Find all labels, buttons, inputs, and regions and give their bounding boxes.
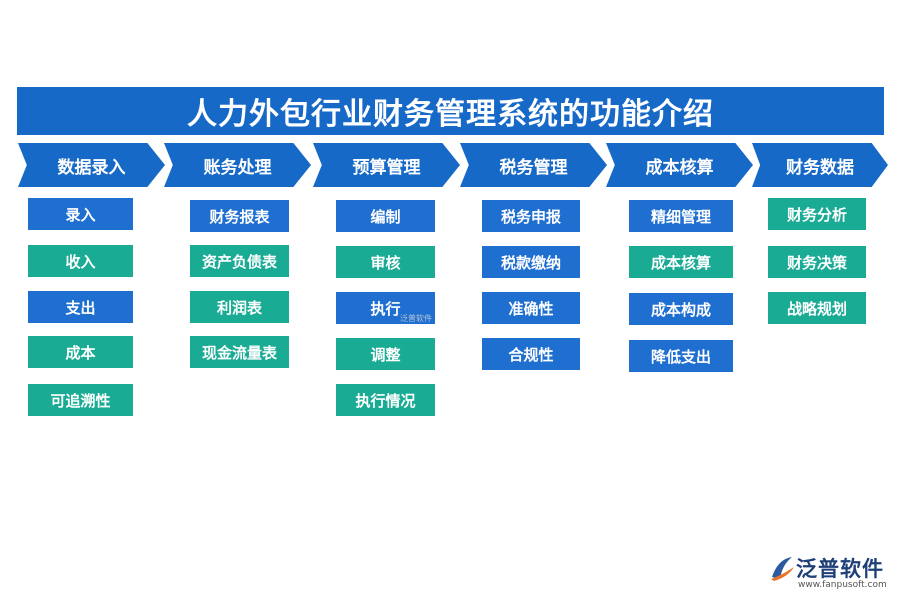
item-income-statement: 利润表 [190, 291, 289, 323]
item-entry: 录入 [28, 198, 133, 230]
item-adjust: 调整 [336, 338, 435, 370]
item-cost-accounting: 成本核算 [629, 246, 733, 278]
logo-url: www.fanpusoft.com [798, 580, 887, 590]
item-expense: 支出 [28, 291, 133, 323]
column-header-budget: 预算管理 [313, 143, 460, 187]
item-reduce-expenditure: 降低支出 [629, 340, 733, 372]
column-header-cost: 成本核算 [606, 143, 753, 187]
watermark: 泛普软件 [400, 314, 432, 323]
page-title: 人力外包行业财务管理系统的功能介绍 [17, 87, 884, 135]
item-compliance: 合规性 [482, 338, 580, 370]
item-traceability: 可追溯性 [28, 384, 133, 416]
logo-name: 泛普软件 [796, 557, 884, 581]
item-financial-statements: 财务报表 [190, 200, 289, 232]
item-cash-flow-statement: 现金流量表 [190, 336, 289, 368]
column-header-accounting: 账务处理 [164, 143, 311, 187]
item-balance-sheet: 资产负债表 [190, 245, 289, 277]
item-income: 收入 [28, 245, 133, 277]
item-tax-filing: 税务申报 [482, 200, 580, 232]
brand-logo: 泛普软件 www.fanpusoft.com [768, 553, 896, 595]
logo-icon [771, 557, 794, 581]
item-execution-status: 执行情况 [336, 384, 435, 416]
item-execute: 执行 [336, 292, 435, 324]
item-financial-decision: 财务决策 [768, 246, 866, 278]
item-review: 审核 [336, 246, 435, 278]
column-header-data-entry: 数据录入 [18, 143, 165, 187]
item-cost-composition: 成本构成 [629, 293, 733, 325]
item-tax-payment: 税款缴纳 [482, 246, 580, 278]
item-financial-analysis: 财务分析 [768, 198, 866, 230]
item-accuracy: 准确性 [482, 292, 580, 324]
item-cost: 成本 [28, 336, 133, 368]
column-header-finance-data: 财务数据 [752, 143, 888, 187]
column-header-tax: 税务管理 [460, 143, 607, 187]
item-fine-management: 精细管理 [629, 200, 733, 232]
item-strategic-planning: 战略规划 [768, 292, 866, 324]
item-prepare: 编制 [336, 200, 435, 232]
